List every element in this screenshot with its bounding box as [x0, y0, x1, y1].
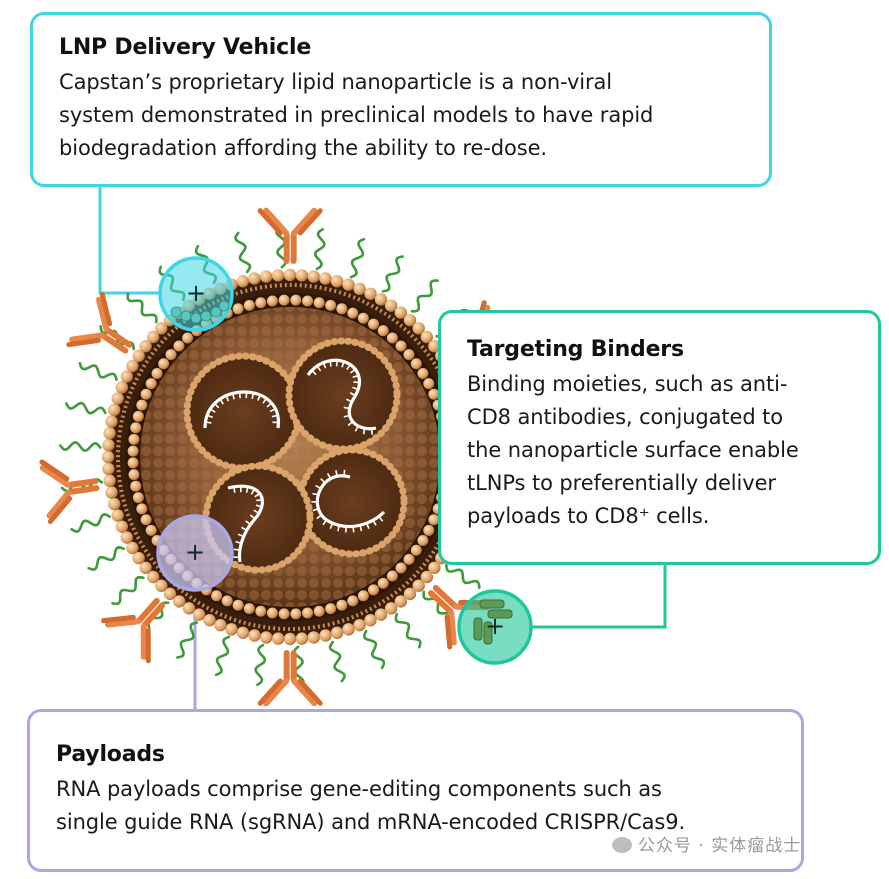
targeting-zoom-plus-icon[interactable]: +	[484, 612, 506, 640]
targeting-zoom-marker	[457, 589, 533, 665]
compartment-2	[285, 337, 401, 453]
lnp-connector	[98, 187, 160, 295]
lnp-line-1: Capstan’s proprietary lipid nanoparticle…	[59, 70, 613, 94]
targeting-line-5: payloads to CD8⁺ cells.	[467, 504, 710, 528]
payloads-zoom-marker	[156, 514, 234, 592]
payloads-zoom-plus-icon[interactable]: +	[184, 538, 206, 566]
lnp-zoom-plus-icon[interactable]: +	[185, 279, 207, 307]
targeting-title: Targeting Binders	[467, 337, 684, 362]
lnp-line-3: biodegradation affording the ability to …	[59, 136, 547, 160]
lnp-zoom-marker	[158, 256, 234, 332]
targeting-line-1: Binding moieties, such as anti-	[467, 372, 788, 396]
payloads-line-1: RNA payloads comprise gene-editing compo…	[56, 777, 662, 801]
targeting-line-4: tLNPs to preferentially deliver	[467, 471, 776, 495]
targeting-line-3: the nanoparticle surface enable	[467, 438, 799, 462]
payloads-callout: Payloads RNA payloads comprise gene-edit…	[27, 709, 804, 872]
lnp-line-2: system demonstrated in preclinical model…	[59, 103, 654, 127]
watermark: 公众号 · 实体瘤战士	[612, 831, 801, 856]
targeting-binders-callout: Targeting Binders Binding moieties, such…	[438, 310, 881, 565]
wechat-icon	[612, 837, 632, 853]
targeting-connector	[530, 565, 667, 629]
watermark-text: 公众号 · 实体瘤战士	[638, 836, 802, 856]
compartment-1	[183, 352, 303, 472]
payload-compartments	[183, 337, 408, 574]
payloads-line-2: single guide RNA (sgRNA) and mRNA-encode…	[56, 810, 686, 834]
payloads-title: Payloads	[56, 742, 165, 767]
targeting-line-2: CD8 antibodies, conjugated to	[467, 405, 784, 429]
lnp-title: LNP Delivery Vehicle	[59, 35, 312, 60]
lnp-delivery-callout: LNP Delivery Vehicle Capstan’s proprieta…	[30, 12, 772, 187]
